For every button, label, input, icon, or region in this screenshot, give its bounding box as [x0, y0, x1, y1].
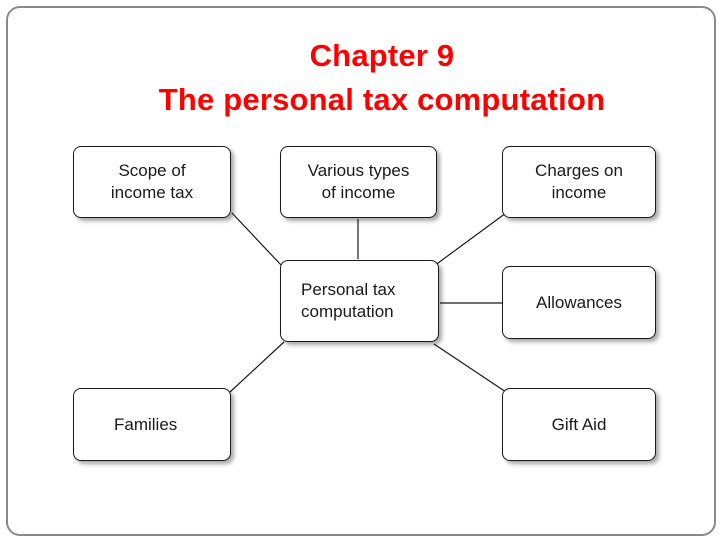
connector-gift-aid: [433, 343, 507, 393]
node-gift-aid: Gift Aid: [502, 388, 656, 461]
node-scope-of-income-tax: Scope of income tax: [73, 146, 231, 218]
connector-charges: [433, 212, 507, 267]
node-various-types-of-income: Various types of income: [280, 146, 437, 218]
node-charges-on-income: Charges on income: [502, 146, 656, 218]
chapter-subtitle: The personal tax computation: [158, 82, 606, 117]
connector-families: [229, 341, 285, 393]
connector-scope: [231, 212, 283, 267]
node-personal-tax-computation: Personal tax computation: [280, 260, 439, 342]
chapter-title: Chapter 9: [309, 38, 455, 73]
node-allowances: Allowances: [502, 266, 656, 339]
node-families: Families: [73, 388, 231, 461]
